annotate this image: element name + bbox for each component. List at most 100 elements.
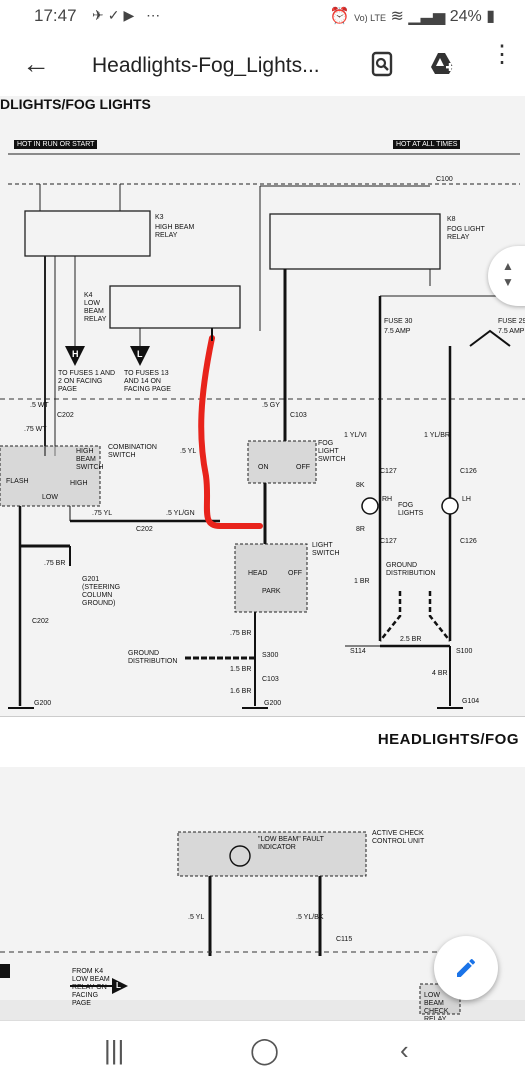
schematic-page-1: DLIGHTS/FOG LIGHTS	[0, 96, 525, 796]
wire-5ylgn-label: .5 YL/GN	[166, 510, 195, 517]
battery-text: 24%	[449, 8, 482, 25]
wire-5yl-label: .5 YL	[180, 448, 197, 455]
search-in-document-icon[interactable]	[368, 50, 396, 78]
fog-light-switch-label: FOG LIGHT SWITCH	[318, 440, 346, 463]
k4-low-beam-relay-label: K4 LOW BEAM RELAY	[84, 292, 107, 323]
edit-fab-button[interactable]	[434, 936, 498, 1000]
document-title: Headlights-Fog_Lights...	[92, 54, 320, 77]
wire-5gy-label: .5 GY	[262, 402, 280, 409]
wire-75br-label-left: .75 BR	[44, 560, 66, 567]
on-label: ON	[258, 464, 269, 471]
recent-apps-icon[interactable]: |||	[104, 1035, 125, 1065]
c103-label-bottom: C103	[262, 676, 279, 683]
battery-icon: ▮	[486, 8, 495, 25]
c100-label: C100	[436, 176, 453, 183]
page-footer: HEADLIGHTS/FOG	[0, 716, 525, 767]
c126-label-bottom: C126	[460, 538, 477, 545]
clock: 17:47	[34, 6, 77, 25]
back-arrow-icon[interactable]: ←	[22, 48, 50, 79]
status-bar: 17:47 ✈✓▶ ⋯ ⏰ Vo) LTE ≋ ▁▃▅ 24% ▮	[0, 0, 525, 32]
active-check-control-unit-label: ACTIVE CHECK CONTROL UNIT	[372, 830, 425, 845]
l-connector-label: L	[137, 349, 143, 359]
to-fuses-13-14-label: TO FUSES 13 AND 14 ON FACING PAGE	[124, 370, 171, 393]
high-label: HIGH	[70, 480, 88, 487]
ground-distribution-left-label: GROUND DISTRIBUTION	[128, 650, 178, 665]
hot-at-all-times-label: HOT AT ALL TIMES	[393, 140, 461, 149]
high-beam-switch-label: HIGH BEAM SWITCH	[76, 448, 104, 471]
app-bar: ← Headlights-Fog_Lights... ⋮	[0, 34, 525, 96]
fog-light-relay-label: FOG LIGHT RELAY	[447, 226, 485, 241]
low-beam-fault-indicator-label: "LOW BEAM" FAULT INDICATOR	[258, 836, 324, 851]
combination-switch-label: COMBINATION SWITCH	[108, 444, 157, 459]
back-nav-icon[interactable]: ‹	[400, 1035, 409, 1065]
fuse29-label: FUSE 29	[498, 318, 525, 325]
rh-label: RH	[382, 496, 393, 503]
scroll-arrows-icon: ▲▼	[502, 259, 514, 289]
k8-label: K8	[447, 216, 456, 223]
c127-label-top: C127	[380, 468, 397, 475]
add-to-drive-icon[interactable]	[428, 50, 456, 78]
wiring-schematic-2	[0, 831, 461, 1015]
c202-label-top: C202	[57, 412, 74, 419]
g201-label: G201 (STEERING COLUMN GROUND)	[82, 576, 121, 607]
wire-8k-label: 8K	[356, 482, 365, 489]
hot-in-run-label: HOT IN RUN OR START	[14, 140, 98, 149]
wire-75yl-label: .75 YL	[92, 510, 113, 517]
wire-1ylvi-label: 1 YL/VI	[344, 432, 367, 439]
c202-label-bottom: C202	[32, 618, 49, 625]
off-label: OFF	[296, 464, 310, 471]
light-switch-label: LIGHT SWITCH	[312, 542, 340, 557]
wire-1br-label: 1 BR	[354, 578, 370, 585]
c115-label: C115	[336, 936, 353, 943]
wire-25br-label: 2.5 BR	[400, 636, 422, 643]
wifi-icon: ≋	[390, 8, 404, 25]
home-icon[interactable]: ◯	[250, 1035, 280, 1065]
h-connector-label: H	[72, 349, 79, 359]
s300-label: S300	[262, 652, 279, 659]
wire-1ylbr-label: 1 YL/BR	[424, 432, 450, 439]
lte-indicator: Vo) LTE	[354, 13, 387, 23]
c103-label-top: C103	[290, 412, 307, 419]
wiring-schematic	[0, 153, 525, 709]
more-options-icon[interactable]: ⋮	[490, 41, 514, 68]
low-beam-check-relay-label: LOW BEAM CHECK RELAY	[424, 992, 449, 1020]
wire-4br-label: 4 BR	[432, 670, 448, 677]
off-light-label: OFF	[288, 570, 302, 577]
s114-label: S114	[350, 648, 366, 655]
l-connector-label-2: L	[116, 981, 121, 990]
wire-5wt-label: .5 WT	[30, 402, 49, 409]
notification-icons: ✈✓▶ ⋯	[92, 7, 165, 23]
fuse30-amp-label: 7.5 AMP	[384, 328, 411, 335]
k3-label: K3	[155, 214, 164, 221]
c126-label-top: C126	[460, 468, 477, 475]
pencil-icon	[457, 959, 475, 977]
wire-75br-label-mid: .75 BR	[230, 630, 252, 637]
signal-icon: ▁▃▅	[408, 8, 446, 25]
fuse29-amp-label: 7.5 AMP	[498, 328, 525, 335]
fuse30-label: FUSE 30	[384, 318, 413, 325]
wire-15br-label: 1.5 BR	[230, 666, 252, 673]
status-right: ⏰ Vo) LTE ≋ ▁▃▅ 24% ▮	[330, 6, 495, 26]
g200-label-mid: G200	[264, 700, 282, 707]
park-label: PARK	[262, 588, 281, 595]
from-k4-label: FROM K4 LOW BEAM RELAY ON FACING PAGE	[72, 968, 110, 1007]
g200-label-left: G200	[34, 700, 52, 707]
g104-label: G104	[462, 698, 480, 705]
lh-label: LH	[462, 496, 471, 503]
fog-lights-label: FOG LIGHTS	[398, 502, 424, 517]
wire-75wt-label: .75 WT	[24, 426, 47, 433]
document-viewer[interactable]: DLIGHTS/FOG LIGHTS	[0, 96, 525, 1020]
wire-8r-label: 8R	[356, 526, 365, 533]
flash-label: FLASH	[6, 478, 29, 485]
wire-5ylbk-label: .5 YL/BK	[296, 914, 324, 921]
system-nav-bar: ||| ◯ ‹	[0, 1020, 525, 1081]
c127-label-bottom: C127	[380, 538, 397, 545]
page-heading-cut: DLIGHTS/FOG LIGHTS	[0, 96, 151, 112]
s100-label: S100	[456, 648, 473, 655]
ground-distribution-right-label: GROUND DISTRIBUTION	[386, 562, 436, 577]
wire-5yl-label-2: .5 YL	[188, 914, 205, 921]
wire-16br-label: 1.6 BR	[230, 688, 252, 695]
high-beam-relay-label: HIGH BEAM RELAY	[155, 224, 195, 239]
alarm-icon: ⏰	[329, 8, 350, 25]
low-label: LOW	[42, 494, 58, 501]
